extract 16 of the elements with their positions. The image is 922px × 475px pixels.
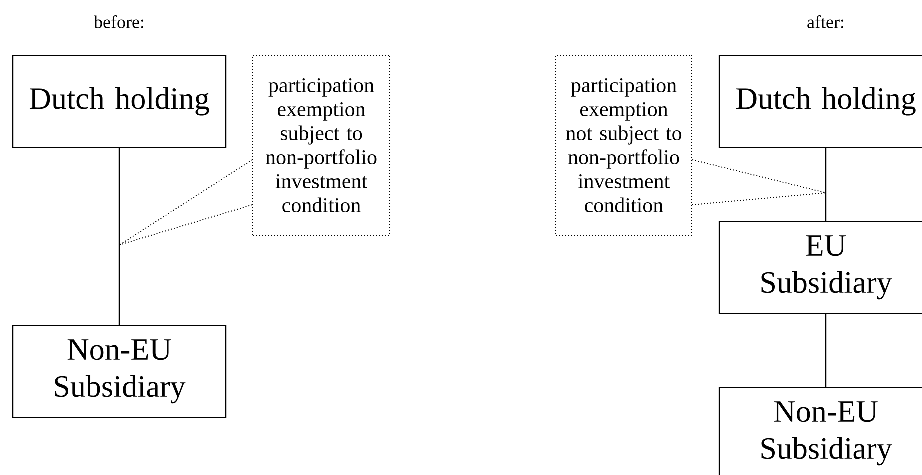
panel-label: after: bbox=[808, 16, 844, 28]
entity-box: Dutch holding bbox=[718, 55, 922, 148]
panel-label: before: bbox=[94, 16, 144, 28]
leader-line bbox=[120, 160, 253, 246]
entity-box: Dutch holding bbox=[12, 55, 227, 148]
entity-box: Non-EU Subsidiary bbox=[718, 387, 922, 475]
leader-line bbox=[120, 204, 253, 246]
leader-line bbox=[692, 160, 826, 194]
leader-line bbox=[692, 192, 826, 206]
connector-line bbox=[825, 148, 827, 221]
callout-box: participation exemption not subject to non-portfolio investment condition bbox=[556, 55, 692, 236]
entity-box: EU Subsidiary bbox=[718, 221, 922, 314]
connector-line bbox=[825, 314, 827, 387]
entity-box: Non-EU Subsidiary bbox=[12, 325, 227, 418]
callout-box: participation exemption subject to non-portfolio investment condition bbox=[252, 55, 390, 236]
connector-line bbox=[118, 148, 120, 325]
